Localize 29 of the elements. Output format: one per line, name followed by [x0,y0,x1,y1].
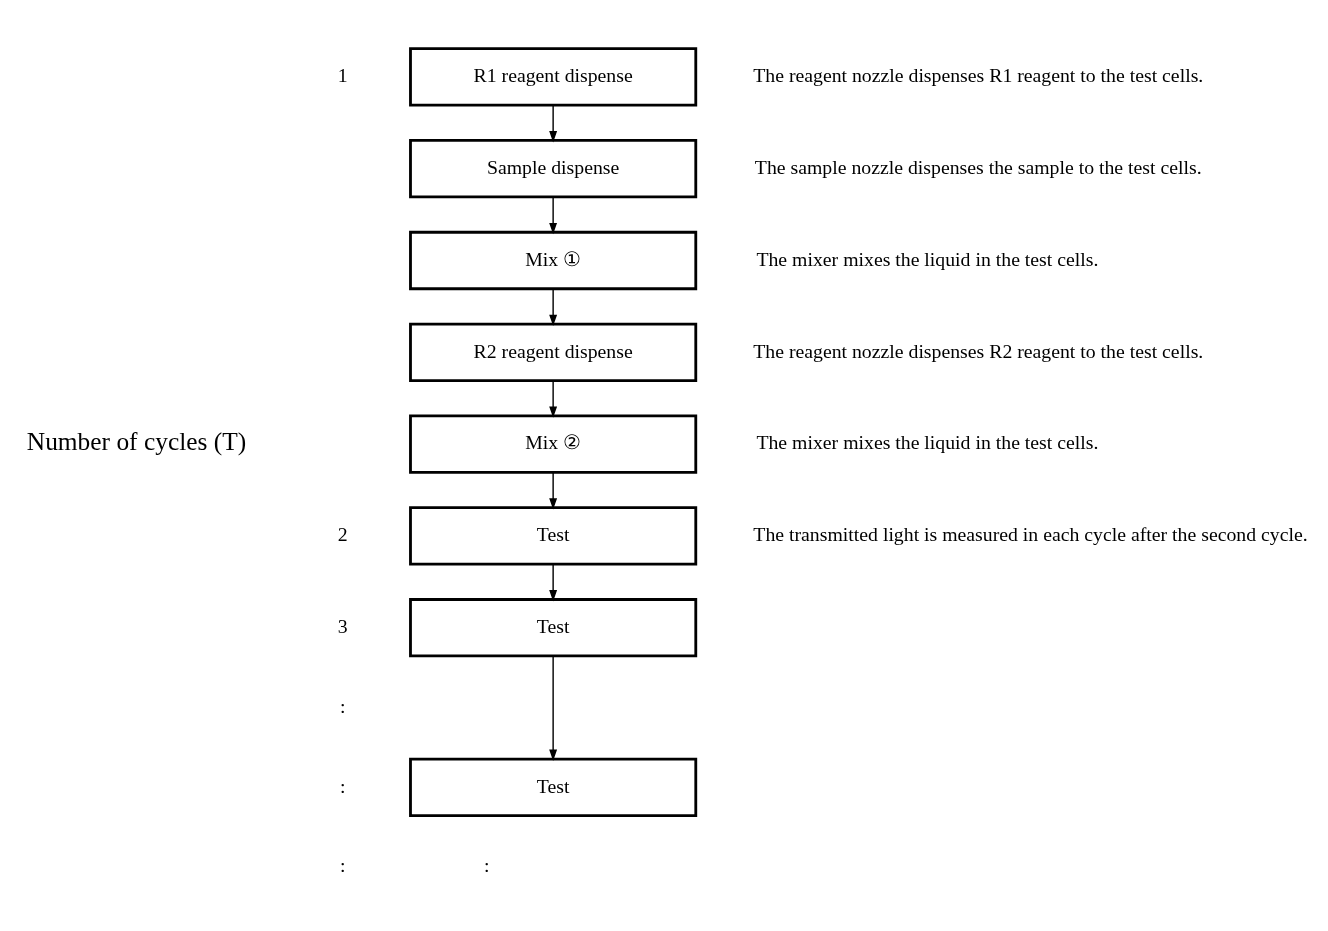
node-box: R2 reagent dispense [409,322,698,382]
node-label: The transmitted light is measured in each cycle after the second cycle. [753,522,1308,545]
label: Number of cycles (T) [26,426,247,455]
arrow [549,287,558,326]
node-box: Mix ① [409,230,698,290]
label: : [339,694,346,717]
node-box: Test [409,757,698,817]
node-label: The mixer mixes the liquid in the test cells. [756,430,1099,453]
arrow [549,654,558,761]
node-label: 3 [337,614,348,637]
node-box: Test [409,505,698,566]
label: : [484,853,490,876]
node-label: The reagent nozzle dispenses R1 reagent to the test cells. [753,63,1204,86]
label: : [339,853,346,876]
arrow [549,104,558,142]
node-label: 2 [337,522,348,545]
arrow [549,196,558,234]
node-box: R1 reagent dispense [409,46,698,107]
node-label: The reagent nozzle dispenses R2 reagent to the test cells. [753,339,1204,362]
node-label: The sample nozzle dispenses the sample to the test cells. [754,155,1202,178]
node-label: 1 [337,63,348,86]
node-box: Sample dispense [409,138,698,198]
node-label: The mixer mixes the liquid in the test cells. [756,247,1099,270]
arrow [549,379,558,418]
node-box: Test [409,597,698,657]
arrow [549,563,558,601]
node-label: : [339,774,346,797]
node-box: Mix ② [409,413,698,474]
arrow [549,471,558,510]
